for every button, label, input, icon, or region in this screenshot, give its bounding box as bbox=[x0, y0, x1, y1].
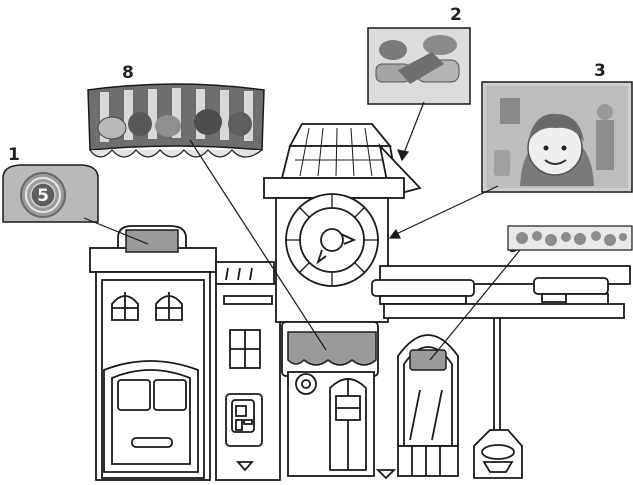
left-building bbox=[89, 225, 217, 481]
sticker-9-sign bbox=[507, 225, 633, 251]
sticker-3-panel bbox=[481, 81, 633, 193]
sticker-1-numeral: 5 bbox=[37, 186, 49, 206]
callout-number-2: 2 bbox=[450, 5, 462, 25]
callout-number-8: 8 bbox=[122, 63, 134, 83]
sticker-1-location bbox=[125, 229, 179, 253]
sticker-9-location bbox=[409, 349, 447, 371]
callout-number-3: 3 bbox=[594, 61, 606, 81]
sticker-2-panel bbox=[367, 27, 471, 105]
right-section bbox=[371, 265, 631, 479]
sticker-8-location bbox=[287, 331, 377, 366]
callout-number-1: 1 bbox=[8, 145, 20, 165]
sticker-1-badge: 5 bbox=[2, 164, 99, 223]
middle-section bbox=[215, 261, 281, 481]
sticker-8-awning bbox=[87, 83, 265, 158]
leader-lines bbox=[83, 101, 521, 361]
